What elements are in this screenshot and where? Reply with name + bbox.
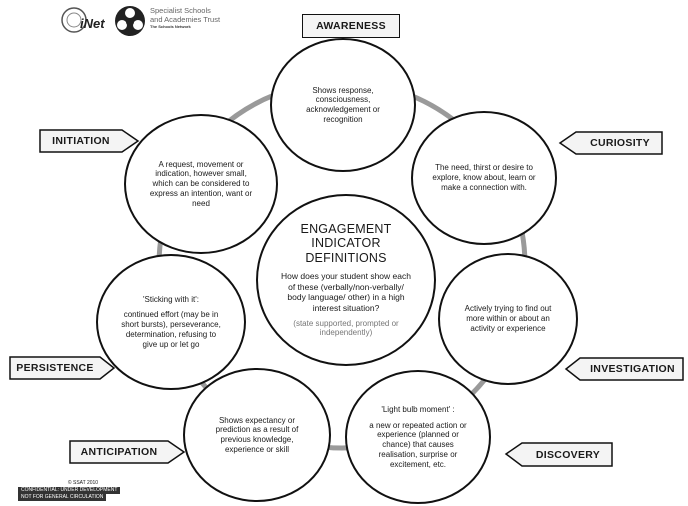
center-title-line1: ENGAGEMENT	[300, 222, 392, 237]
initiation-circle: A request, movement or indication, howev…	[124, 114, 278, 254]
persistence-definition: continued effort (may be in short bursts…	[121, 310, 221, 349]
ssat-name-line2: and Academies Trust	[150, 15, 221, 24]
footer: © SSAT 2010 CONFIDENTIAL: UNDER DEVELOPM…	[18, 480, 148, 501]
ssat-logo: Specialist Schools and Academies Trust T…	[114, 3, 294, 39]
confidential-line1: CONFIDENTIAL: UNDER DEVELOPMENT	[18, 487, 121, 494]
inet-logo: iNet	[61, 7, 105, 33]
copyright-text: © SSAT 2010	[67, 480, 99, 486]
discovery-circle: 'Light bulb moment' : a new or repeated …	[345, 370, 491, 504]
awareness-circle: Shows response, consciousness, acknowled…	[270, 38, 416, 172]
persistence-label: PERSISTENCE	[16, 362, 94, 374]
confidential-line2: NOT FOR GENERAL CIRCULATION	[18, 494, 107, 501]
center-title-line2: INDICATOR	[311, 236, 381, 251]
initiation-label: INITIATION	[52, 135, 110, 147]
discovery-definition: a new or repeated action or experience (…	[369, 420, 467, 469]
awareness-definition: Shows response, consciousness, acknowled…	[306, 85, 380, 124]
awareness-label: AWARENESS	[302, 14, 400, 38]
center-question: How does your student show each of these…	[281, 271, 411, 314]
curiosity-definition: The need, thirst or desire to explore, k…	[432, 163, 536, 192]
center-title-line3: DEFINITIONS	[305, 250, 387, 265]
anticipation-label: ANTICIPATION	[80, 446, 158, 458]
investigation-label: INVESTIGATION	[590, 363, 675, 375]
center-title: ENGAGEMENT INDICATOR DEFINITIONS	[301, 222, 392, 265]
anticipation-definition: Shows expectancy or prediction as a resu…	[215, 415, 299, 454]
curiosity-circle: The need, thirst or desire to explore, k…	[411, 111, 557, 245]
center-note: (state supported, prompted or independen…	[293, 318, 399, 338]
persistence-circle: 'Sticking with it': continued effort (ma…	[96, 254, 246, 390]
ssat-tagline: The Schools Network	[150, 24, 191, 29]
discovery-label: DISCOVERY	[535, 448, 601, 461]
ssat-name-line1: Specialist Schools	[150, 6, 211, 15]
investigation-circle: Actively trying to find out more within …	[438, 253, 578, 385]
investigation-definition: Actively trying to find out more within …	[464, 304, 552, 333]
ssat-emblem-icon	[115, 6, 145, 36]
discovery-definition-title: 'Light bulb moment' :	[381, 404, 455, 414]
center-definition-circle: ENGAGEMENT INDICATOR DEFINITIONS How doe…	[256, 194, 436, 366]
initiation-definition: A request, movement or indication, howev…	[149, 159, 253, 208]
curiosity-label: CURIOSITY	[590, 137, 650, 149]
persistence-definition-title: 'Sticking with it':	[143, 294, 199, 304]
inet-logo-text: iNet	[80, 16, 105, 31]
anticipation-circle: Shows expectancy or prediction as a resu…	[183, 368, 331, 502]
